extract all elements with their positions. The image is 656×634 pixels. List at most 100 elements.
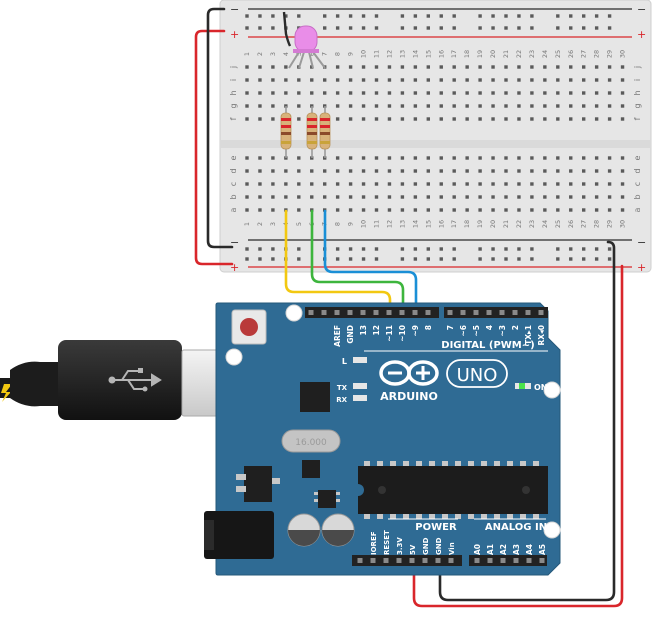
digital-pin-hole[interactable] (412, 310, 418, 315)
breadboard-hole[interactable] (400, 91, 405, 95)
breadboard-hole[interactable] (361, 91, 366, 95)
breadboard-hole[interactable] (530, 169, 534, 173)
wire-blue-pin9[interactable] (323, 209, 418, 314)
rail-hole[interactable] (271, 257, 275, 261)
breadboard-hole[interactable] (361, 117, 366, 121)
breadboard-hole[interactable] (582, 117, 586, 121)
breadboard-hole[interactable] (400, 117, 405, 121)
breadboard-hole[interactable] (310, 182, 314, 186)
breadboard-hole[interactable] (582, 169, 586, 173)
digital-pin-hole[interactable] (447, 310, 453, 315)
breadboard-hole[interactable] (478, 169, 482, 173)
breadboard-hole[interactable] (387, 169, 392, 173)
power-pin-hole[interactable] (370, 558, 376, 563)
breadboard-hole[interactable] (426, 78, 430, 82)
breadboard-hole[interactable] (245, 208, 249, 212)
breadboard-hole[interactable] (374, 169, 379, 173)
breadboard-hole[interactable] (335, 65, 340, 69)
breadboard-hole[interactable] (413, 117, 418, 121)
wire-yellow-pin11[interactable] (284, 209, 392, 314)
digital-pin-hole[interactable] (308, 310, 314, 315)
digital-pin-hole[interactable] (373, 310, 379, 315)
breadboard-hole[interactable] (323, 78, 327, 82)
rail-hole[interactable] (556, 257, 560, 261)
breadboard-hole[interactable] (620, 195, 625, 199)
breadboard-hole[interactable] (310, 195, 314, 199)
rail-hole[interactable] (582, 247, 586, 251)
rail-hole[interactable] (361, 14, 366, 18)
breadboard-hole[interactable] (620, 208, 625, 212)
power-pin-hole[interactable] (396, 558, 402, 563)
breadboard-hole[interactable] (594, 104, 599, 108)
breadboard-hole[interactable] (258, 182, 262, 186)
rail-hole[interactable] (594, 247, 599, 251)
breadboard-hole[interactable] (556, 78, 560, 82)
breadboard-hole[interactable] (620, 65, 625, 69)
breadboard-hole[interactable] (504, 117, 508, 121)
breadboard-hole[interactable] (348, 156, 353, 160)
breadboard-hole[interactable] (607, 208, 612, 212)
rail-hole[interactable] (478, 247, 482, 251)
wire-red-5v[interactable] (412, 264, 624, 608)
rail-hole[interactable] (361, 26, 366, 30)
breadboard-hole[interactable] (594, 169, 599, 173)
rail-hole[interactable] (297, 257, 301, 261)
breadboard-hole[interactable] (271, 117, 275, 121)
breadboard-hole[interactable] (297, 104, 301, 108)
breadboard-hole[interactable] (465, 169, 469, 173)
breadboard-hole[interactable] (245, 169, 249, 173)
breadboard-hole[interactable] (348, 117, 353, 121)
rail-hole[interactable] (530, 247, 534, 251)
breadboard-hole[interactable] (245, 104, 249, 108)
breadboard-hole[interactable] (387, 195, 392, 199)
rail-hole[interactable] (258, 257, 262, 261)
breadboard-hole[interactable] (569, 208, 573, 212)
breadboard-hole[interactable] (517, 195, 521, 199)
rail-hole[interactable] (335, 257, 340, 261)
rail-hole[interactable] (607, 26, 612, 30)
breadboard-hole[interactable] (452, 91, 456, 95)
breadboard-hole[interactable] (297, 169, 301, 173)
rail-hole[interactable] (504, 14, 508, 18)
breadboard-hole[interactable] (607, 78, 612, 82)
breadboard-hole[interactable] (245, 182, 249, 186)
breadboard-hole[interactable] (374, 208, 379, 212)
breadboard-hole[interactable] (400, 195, 405, 199)
breadboard-hole[interactable] (478, 65, 482, 69)
digital-pin-hole[interactable] (473, 310, 479, 315)
breadboard-hole[interactable] (607, 91, 612, 95)
rail-hole[interactable] (478, 26, 482, 30)
breadboard-hole[interactable] (258, 117, 262, 121)
breadboard-hole[interactable] (284, 169, 288, 173)
rgb-led[interactable] (282, 11, 326, 69)
breadboard-hole[interactable] (284, 65, 288, 69)
breadboard-hole[interactable] (504, 78, 508, 82)
breadboard-hole[interactable] (530, 195, 534, 199)
arduino-uno-board[interactable]: 16.000 L TX RX ON ARDUINO UNO DIGITAL (204, 302, 561, 576)
rail-hole[interactable] (517, 14, 521, 18)
rail-hole[interactable] (504, 26, 508, 30)
breadboard-hole[interactable] (594, 91, 599, 95)
breadboard-hole[interactable] (413, 91, 418, 95)
breadboard-hole[interactable] (387, 91, 392, 95)
breadboard-hole[interactable] (452, 195, 456, 199)
breadboard-hole[interactable] (400, 104, 405, 108)
breadboard-hole[interactable] (517, 156, 521, 160)
rail-hole[interactable] (607, 247, 612, 251)
breadboard-hole[interactable] (491, 117, 495, 121)
breadboard-hole[interactable] (504, 182, 508, 186)
breadboard-hole[interactable] (556, 104, 560, 108)
resistor-1[interactable] (280, 106, 292, 158)
breadboard-hole[interactable] (297, 208, 301, 212)
breadboard-hole[interactable] (271, 156, 275, 160)
breadboard-hole[interactable] (348, 208, 353, 212)
breadboard-hole[interactable] (439, 91, 443, 95)
breadboard-hole[interactable] (361, 208, 366, 212)
breadboard-hole[interactable] (530, 91, 534, 95)
breadboard-hole[interactable] (569, 182, 573, 186)
breadboard-hole[interactable] (426, 208, 430, 212)
breadboard-hole[interactable] (530, 65, 534, 69)
breadboard-hole[interactable] (478, 156, 482, 160)
rail-hole[interactable] (478, 14, 482, 18)
breadboard-hole[interactable] (361, 182, 366, 186)
